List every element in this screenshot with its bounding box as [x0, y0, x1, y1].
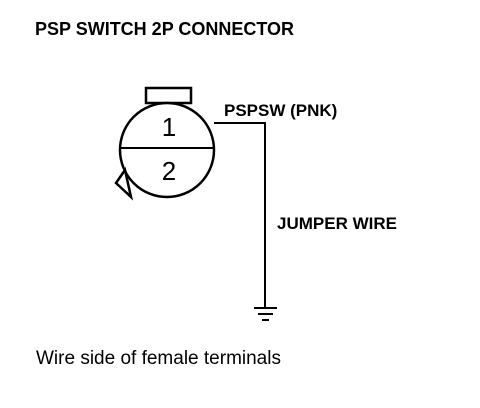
connector-2p: 1 2 [114, 86, 216, 201]
connector-lock-tab [114, 166, 134, 201]
pin-2-label: 2 [162, 156, 176, 186]
view-caption: Wire side of female terminals [36, 348, 281, 369]
pin-1-label: 1 [162, 112, 176, 142]
jumper-wire-line [214, 122, 266, 308]
connector-housing [118, 101, 216, 199]
ground-icon [254, 307, 277, 321]
diagram-title: PSP SWITCH 2P CONNECTOR [35, 19, 294, 39]
signal-wire-label: PSPSW (PNK) [224, 101, 337, 120]
connector-key-tab [144, 86, 193, 105]
jumper-wire-label: JUMPER WIRE [277, 214, 397, 233]
